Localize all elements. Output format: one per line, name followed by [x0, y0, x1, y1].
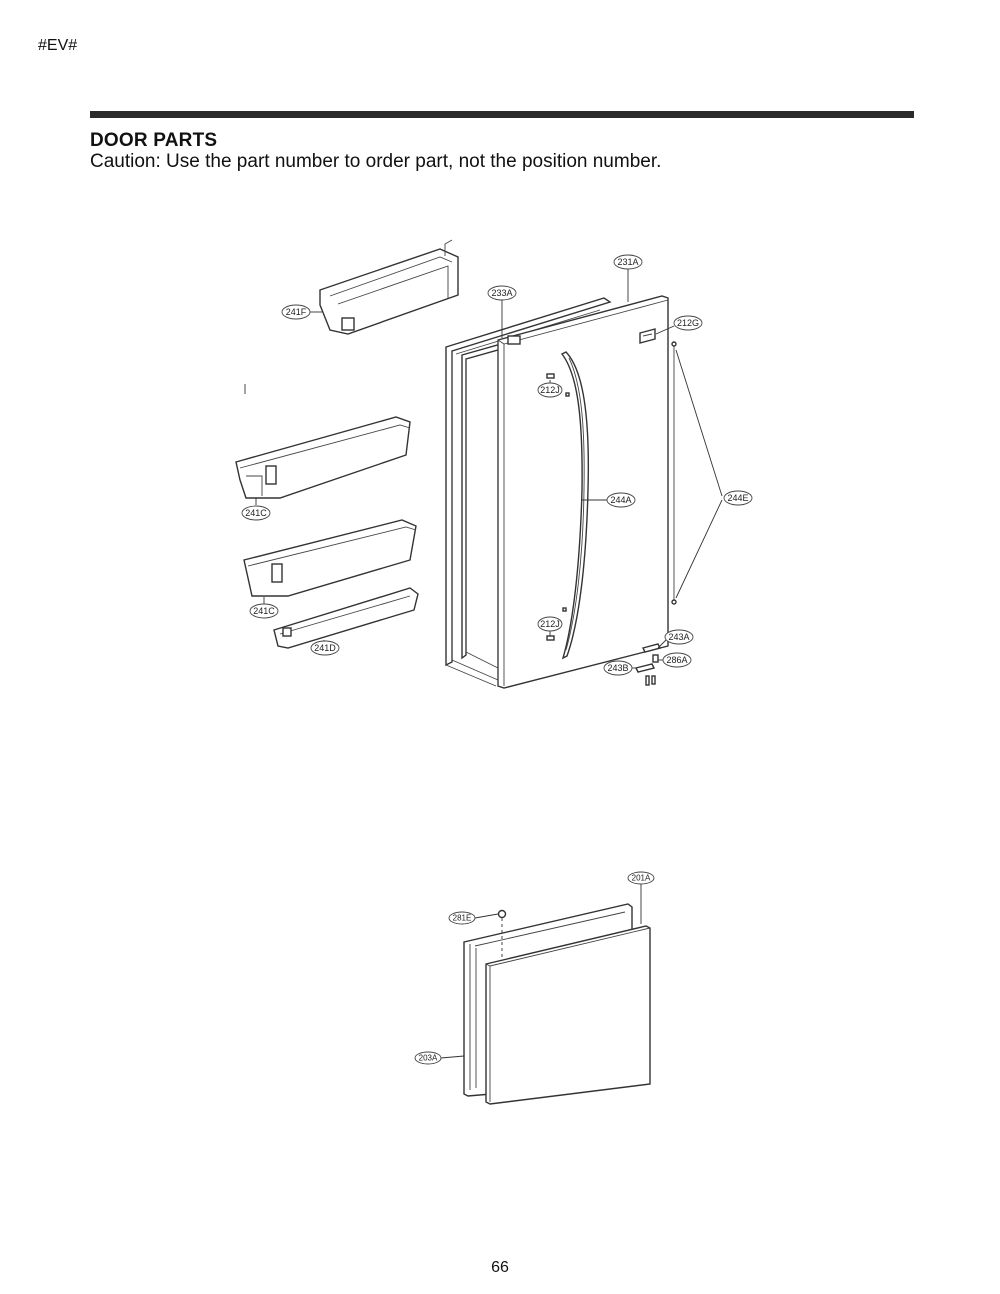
callout-241f-label: 241F [286, 307, 307, 317]
callout-241d-label: 241D [314, 643, 336, 653]
callout-241c-lower: 241C [249, 603, 279, 619]
lower-door-assembly [463, 903, 651, 1105]
callout-241d: 241D [310, 640, 340, 656]
document-code: #EV# [38, 37, 78, 54]
callout-286a-label: 286A [666, 655, 687, 665]
callout-241c-upper: 241C [241, 505, 271, 521]
callout-243a: 243A [664, 629, 694, 645]
callout-212j-upper: 212J [537, 382, 563, 398]
callout-244e-label: 244E [727, 493, 748, 503]
callout-244a: 244A [606, 492, 636, 508]
callout-233a-label: 233A [491, 288, 512, 298]
callout-286a: 286A [662, 652, 692, 668]
callout-243a-label: 243A [668, 632, 689, 642]
callout-281e: 281E [448, 911, 476, 925]
caution-note: Caution: Use the part number to order pa… [90, 151, 662, 172]
callout-231a-label: 231A [617, 257, 638, 267]
callout-231a: 231A [613, 254, 643, 270]
door-basket-241f [319, 239, 459, 335]
callout-203a: 203A [414, 1051, 442, 1065]
callout-241c-upper-label: 241C [245, 508, 267, 518]
callout-212g-label: 212G [677, 318, 699, 328]
callout-243b: 243B [603, 660, 633, 676]
callout-212j-upper-label: 212J [540, 385, 560, 395]
callout-244e: 244E [723, 490, 753, 506]
header-rule [90, 111, 914, 118]
hinge-plate [639, 328, 656, 344]
freezer-door-panel [485, 925, 651, 1105]
door-bin-241d [273, 587, 419, 649]
handle-screws [546, 373, 570, 641]
callout-201a-label: 201A [632, 874, 651, 883]
callout-244a-label: 244A [610, 495, 631, 505]
upper-leader-lines [244, 269, 675, 669]
callout-212j-lower-label: 212J [540, 619, 560, 629]
callout-233a: 233A [487, 285, 517, 301]
door-handle [560, 351, 590, 660]
door-stop-rod [671, 341, 723, 605]
callout-201a: 201A [627, 871, 655, 885]
page-title: DOOR PARTS [90, 130, 218, 151]
upper-door-assembly [445, 295, 723, 689]
lower-hinge-parts [634, 643, 662, 686]
callout-212j-lower: 212J [537, 616, 563, 632]
callout-212g: 212G [673, 315, 703, 331]
door-basket-241c-lower [243, 519, 417, 597]
callout-241c-lower-label: 241C [253, 606, 275, 616]
page-number: 66 [491, 1259, 509, 1276]
callout-281e-label: 281E [453, 914, 472, 923]
callout-203a-label: 203A [419, 1054, 438, 1063]
lower-leader-lines [440, 884, 642, 1059]
freezer-door-cap [497, 909, 507, 919]
door-basket-241c-upper [235, 416, 411, 499]
callout-243b-label: 243B [607, 663, 628, 673]
callout-241f: 241F [281, 304, 311, 320]
